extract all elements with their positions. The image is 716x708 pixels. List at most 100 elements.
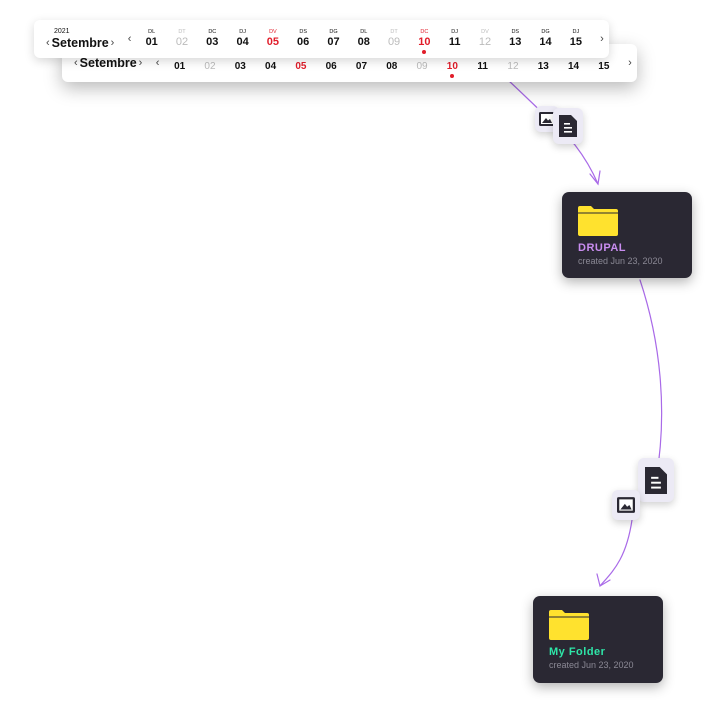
- event-dot-indicator: [422, 50, 427, 54]
- folder-icon: [578, 206, 618, 236]
- day-number: 03: [206, 36, 219, 48]
- next-month-chevron-icon[interactable]: ›: [110, 37, 115, 49]
- day-of-week-label: DJ: [451, 29, 459, 35]
- day-number: 10: [446, 61, 458, 72]
- folder-created-date: created Jun 23, 2020: [549, 660, 634, 670]
- day-09[interactable]: 09: [407, 53, 437, 73]
- day-of-week-label: DS: [299, 29, 307, 35]
- day-of-week-label: DL: [360, 29, 368, 35]
- day-number: 05: [295, 61, 307, 72]
- day-number: 09: [387, 36, 401, 48]
- day-number: 09: [416, 61, 428, 72]
- day-05[interactable]: 05: [286, 53, 316, 73]
- day-number: 11: [448, 36, 461, 48]
- day-number: 04: [236, 36, 249, 48]
- day-number: 08: [386, 61, 398, 72]
- day-10[interactable]: 10: [437, 53, 467, 78]
- day-03[interactable]: 03: [225, 53, 255, 73]
- day-number: 04: [265, 61, 277, 72]
- ghost-month-selector: ‹ Setembre ›: [74, 56, 145, 71]
- day-number: 14: [567, 61, 580, 72]
- month-selector: 2021 ‹ Setembre ›: [46, 28, 117, 51]
- day-number: 06: [297, 36, 310, 48]
- day-number: 14: [539, 36, 552, 48]
- ghost-next-days-chevron-icon: ›: [628, 57, 632, 69]
- day-of-week-label: DS: [511, 29, 520, 35]
- folder-icon: [549, 610, 589, 640]
- day-01[interactable]: 01: [165, 53, 195, 73]
- day-of-week-label: DJ: [572, 29, 580, 35]
- day-12[interactable]: 12: [498, 53, 528, 73]
- document-file-chip[interactable]: [553, 108, 583, 144]
- day-number: 05: [266, 36, 279, 48]
- day-number: 15: [569, 36, 582, 48]
- folder-name: DRUPAL: [578, 242, 627, 254]
- folder-created-date: created Jun 23, 2020: [578, 256, 663, 266]
- day-number: 10: [418, 36, 431, 48]
- day-14[interactable]: 14: [558, 53, 588, 73]
- day-number: 12: [478, 36, 492, 48]
- day-06[interactable]: 06: [316, 53, 346, 73]
- day-number: 12: [507, 61, 519, 72]
- day-02[interactable]: 02: [195, 53, 225, 73]
- day-of-week-label: DJ: [239, 29, 246, 35]
- day-of-week-label: DV: [269, 29, 277, 35]
- day-11[interactable]: 11: [468, 53, 498, 73]
- day-of-week-label: DG: [541, 29, 550, 35]
- day-number: 07: [355, 61, 368, 72]
- day-of-week-label: DT: [178, 29, 186, 35]
- ghost-prev-days-chevron-icon: ‹: [155, 57, 160, 69]
- day-07[interactable]: 07: [346, 53, 376, 73]
- day-of-week-label: DL: [148, 29, 156, 35]
- day-number: 08: [357, 36, 370, 48]
- image-file-icon: [617, 497, 635, 513]
- image-file-icon: [539, 112, 555, 126]
- event-dot-indicator: [450, 74, 455, 78]
- folder-card-drupal[interactable]: DRUPAL created Jun 23, 2020: [562, 192, 692, 278]
- day-number: 15: [598, 61, 610, 72]
- prev-month-chevron-icon[interactable]: ‹: [46, 37, 50, 49]
- day-number: 06: [325, 61, 337, 72]
- day-number: 11: [477, 61, 488, 72]
- ghost-prev-month-chevron-icon: ‹: [74, 57, 78, 69]
- day-number: 01: [145, 36, 158, 48]
- folder-card-my-folder[interactable]: My Folder created Jun 23, 2020: [533, 596, 663, 683]
- day-of-week-label: DG: [329, 29, 338, 35]
- day-08[interactable]: 08: [377, 53, 407, 73]
- document-file-icon: [559, 115, 577, 137]
- day-number: 02: [175, 36, 189, 48]
- day-number: 13: [537, 61, 549, 72]
- day-number: 01: [174, 61, 186, 72]
- document-file-chip[interactable]: [638, 458, 674, 502]
- day-13[interactable]: 13: [528, 53, 558, 73]
- image-file-chip[interactable]: [612, 490, 640, 520]
- day-04[interactable]: 04: [255, 53, 285, 73]
- month-label: Setembre: [51, 35, 109, 50]
- day-of-week-label: DT: [390, 29, 398, 35]
- day-number: 03: [234, 61, 246, 72]
- year-label: 2021: [54, 27, 70, 35]
- folder-name: My Folder: [549, 646, 606, 658]
- next-days-chevron-icon[interactable]: ›: [600, 33, 604, 45]
- day-of-week-label: DV: [481, 29, 489, 35]
- day-number: 13: [509, 36, 522, 48]
- prev-days-chevron-icon[interactable]: ‹: [127, 33, 132, 45]
- document-file-icon: [645, 466, 667, 494]
